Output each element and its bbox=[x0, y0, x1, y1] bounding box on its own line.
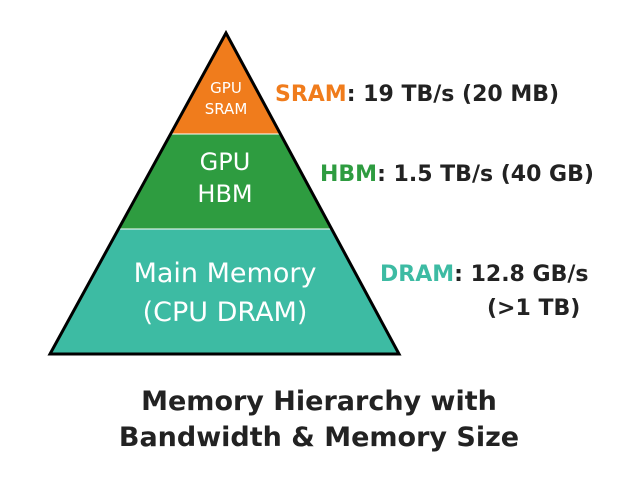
hbm-spec: HBM: 1.5 TB/s (40 GB) bbox=[320, 160, 594, 190]
dram-label-line2: (CPU DRAM) bbox=[142, 297, 308, 328]
sram-spec: SRAM: 19 TB/s (20 MB) bbox=[275, 80, 559, 110]
hbm-spec-value: : 1.5 TB/s (40 GB) bbox=[377, 162, 594, 187]
diagram-caption: Memory Hierarchy with Bandwidth & Memory… bbox=[0, 384, 638, 456]
dram-label-line1: Main Memory bbox=[133, 258, 317, 289]
hbm-label-line2: HBM bbox=[197, 180, 253, 208]
dram-spec-line1: DRAM: 12.8 GB/s bbox=[380, 258, 588, 292]
sram-label-line2: SRAM bbox=[204, 100, 248, 118]
sram-spec-value: : 19 TB/s (20 MB) bbox=[346, 82, 560, 107]
pyramid-outline bbox=[47, 29, 402, 356]
dram-tier bbox=[50, 229, 399, 354]
dram-spec-line2: (>1 TB) bbox=[487, 296, 581, 321]
hbm-tier-label: GPU HBM bbox=[160, 146, 290, 210]
dram-tier-label: Main Memory (CPU DRAM) bbox=[80, 254, 370, 332]
hbm-label-line1: GPU bbox=[199, 148, 251, 176]
caption-line1: Memory Hierarchy with bbox=[141, 386, 497, 417]
dram-spec-name: DRAM bbox=[380, 262, 455, 287]
sram-label-line1: GPU bbox=[210, 79, 242, 97]
dram-spec-value: : 12.8 GB/s bbox=[454, 262, 589, 287]
hbm-spec-name: HBM bbox=[320, 162, 378, 187]
sram-tier bbox=[170, 33, 279, 134]
dram-spec: DRAM: 12.8 GB/s (>1 TB) bbox=[380, 258, 588, 326]
sram-spec-name: SRAM bbox=[275, 82, 347, 107]
hbm-tier bbox=[118, 134, 331, 229]
caption-line2: Bandwidth & Memory Size bbox=[118, 422, 520, 453]
sram-tier-label: GPU SRAM bbox=[176, 78, 276, 120]
